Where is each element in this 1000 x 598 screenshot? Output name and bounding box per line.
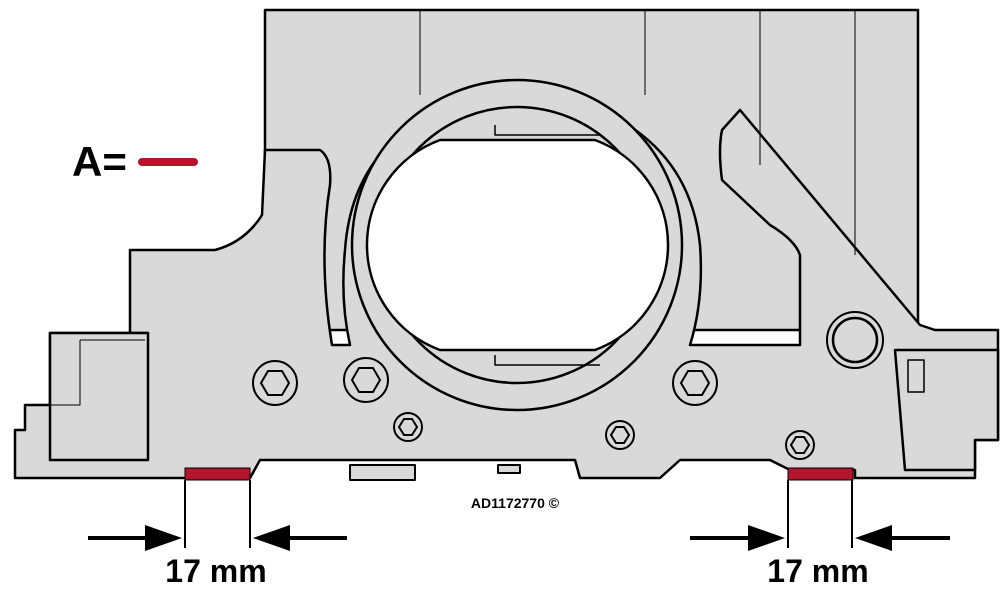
sealant-marker-right: [787, 467, 854, 481]
sealant-marker-left: [184, 467, 251, 481]
arrow-left-icon: [855, 525, 950, 551]
left-bracket: [48, 331, 150, 462]
hex-bolt-icon: [252, 360, 298, 406]
small-bolt-icon: [605, 420, 635, 450]
dimension-label-right: 17 mm: [767, 553, 868, 589]
pivot-hole: [831, 316, 879, 364]
bore-hole: [365, 138, 670, 352]
small-bolt-icon: [393, 412, 423, 442]
arrow-left-icon: [253, 525, 347, 551]
arrow-right-icon: [690, 525, 785, 551]
figure-id: AD1172770 ©: [471, 495, 560, 511]
hex-bolt-icon: [672, 360, 718, 406]
legend-label: A=: [72, 138, 127, 185]
dimension-label-left: 17 mm: [165, 553, 266, 589]
hex-bolt-icon: [343, 357, 389, 403]
arrow-right-icon: [88, 525, 182, 551]
small-bolt-icon: [785, 430, 815, 460]
